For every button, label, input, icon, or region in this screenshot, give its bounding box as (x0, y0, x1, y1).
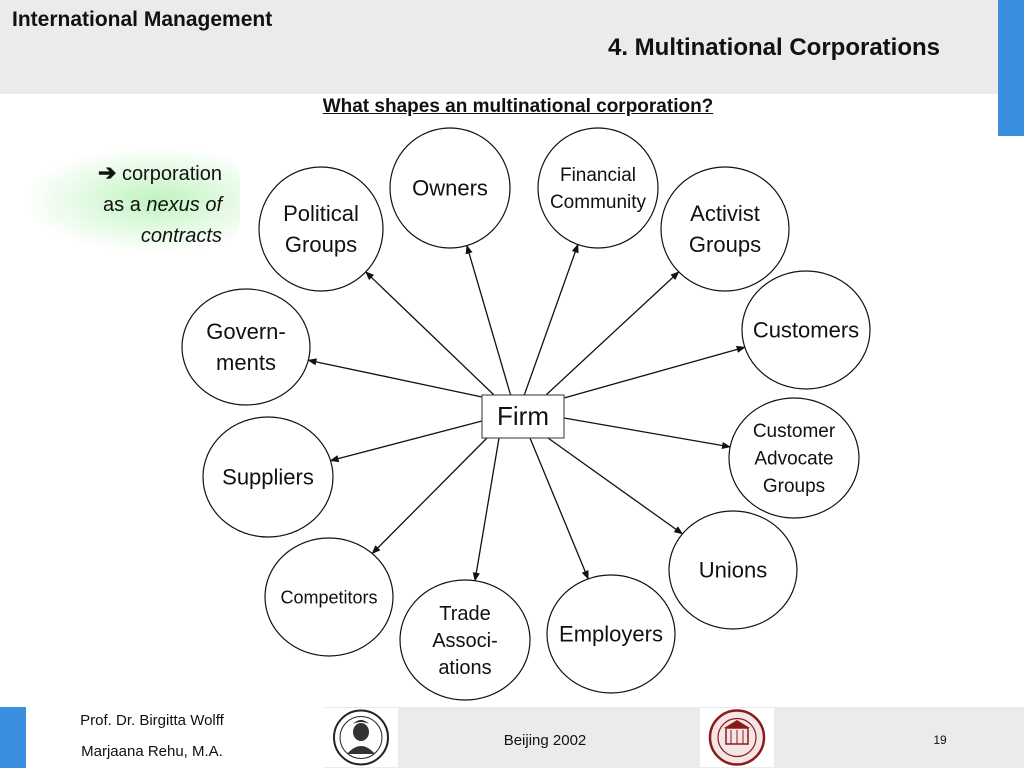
node-suppliers: Suppliers (202, 416, 334, 538)
connector-competitors (371, 429, 496, 555)
node-ellipse-financial-community (537, 127, 659, 249)
footer-location-year: Beijing 2002 (503, 732, 587, 749)
node-ellipse-customers (741, 270, 871, 390)
node-governments: Govern-ments (181, 288, 311, 406)
note-line-1-text: corporation (121, 163, 222, 185)
node-ellipse-political-groups (258, 166, 384, 292)
connector-financial-community (518, 243, 579, 402)
node-label-customer-advocate-groups-3: Groups (763, 476, 825, 497)
slide-subtitle: What shapes an multinational corporation… (322, 96, 714, 117)
node-ellipse-governments (181, 288, 311, 406)
node-label-trade-associations-2: Associ- (432, 630, 498, 652)
course-title: International Management (12, 8, 273, 31)
connector-suppliers (329, 415, 491, 463)
node-label-trade-associations-1: Trade (439, 603, 491, 625)
footer-author-panel (26, 707, 324, 768)
node-ellipse-customer-advocate-groups (728, 397, 860, 519)
note-line-2-emphasis: nexus of (146, 194, 222, 216)
node-ellipse-trade-associations (399, 579, 531, 701)
firm-box (481, 394, 565, 439)
accent-bar-bottom-left (0, 707, 26, 768)
node-label-political-groups-2: Groups (285, 232, 357, 257)
note-line-2-prefix: as a (103, 194, 141, 216)
node-owners: Owners (389, 127, 511, 249)
stakeholder-diagram: OwnersFinancialCommunityPoliticalGroupsA… (181, 127, 871, 701)
connector-activist-groups (537, 271, 680, 404)
node-ellipse-suppliers (202, 416, 334, 538)
connector-governments (307, 358, 491, 403)
node-competitors: Competitors (264, 537, 394, 657)
right-arrow-icon: ➔ (97, 160, 117, 185)
node-label-governments-2: ments (216, 350, 276, 375)
node-ellipse-activist-groups (660, 166, 790, 292)
node-label-trade-associations-3: ations (438, 657, 491, 679)
node-label-competitors-1: Competitors (280, 587, 377, 607)
node-label-activist-groups-1: Activist (690, 201, 760, 226)
note-line-3-emphasis: contracts (140, 225, 222, 247)
note-highlight (30, 150, 240, 250)
node-ellipse-employers (546, 574, 676, 694)
node-label-customers-1: Customers (753, 318, 859, 343)
connector-employers (523, 429, 589, 580)
header-bar (0, 0, 998, 94)
node-unions: Unions (668, 510, 798, 630)
seal-portrait-icon (333, 709, 389, 766)
connector-customers (555, 345, 746, 404)
note-text: ➔ corporation as a nexus of contracts (40, 157, 222, 252)
node-ellipse-owners (389, 127, 511, 249)
page-number: 19 (933, 733, 947, 747)
node-label-financial-community-1: Financial (560, 165, 636, 186)
firm-node: Firm (481, 394, 565, 439)
node-ellipse-competitors (264, 537, 394, 657)
node-label-employers-1: Employers (559, 622, 663, 647)
chapter-title: 4. Multinational Corporations (607, 34, 940, 61)
connector-unions (539, 430, 684, 535)
node-label-owners-1: Owners (412, 176, 488, 201)
note-line-1: ➔ corporation (40, 157, 222, 190)
diagram-connections (307, 243, 746, 582)
connector-trade-associations (472, 429, 504, 582)
footer-author-1: Prof. Dr. Birgitta Wolff (80, 712, 224, 729)
node-label-customer-advocate-groups-1: Customer (753, 421, 836, 442)
note-line-3: contracts (40, 221, 222, 252)
beijing-normal-university-logo (700, 708, 774, 767)
accent-bar-top-right (998, 0, 1024, 136)
node-label-suppliers-1: Suppliers (222, 465, 314, 490)
diagram-nodes: OwnersFinancialCommunityPoliticalGroupsA… (181, 127, 871, 701)
node-label-financial-community-2: Community (550, 192, 647, 213)
node-label-unions-1: Unions (699, 558, 767, 583)
node-label-customer-advocate-groups-2: Advocate (754, 449, 833, 470)
node-employers: Employers (546, 574, 676, 694)
bnu-seal-icon (708, 709, 766, 766)
connector-owners (465, 244, 516, 402)
note-line-2: as a nexus of (40, 190, 222, 221)
node-label-governments-1: Govern- (206, 319, 285, 344)
connector-customer-advocate-groups (555, 413, 732, 450)
node-label-activist-groups-2: Groups (689, 232, 761, 257)
node-customers: Customers (741, 270, 871, 390)
node-label-political-groups-1: Political (283, 201, 359, 226)
footer-author-2: Marjaana Rehu, M.A. (81, 743, 223, 760)
firm-label: Firm (497, 401, 549, 431)
node-ellipse-unions (668, 510, 798, 630)
university-seal-logo (324, 708, 398, 767)
